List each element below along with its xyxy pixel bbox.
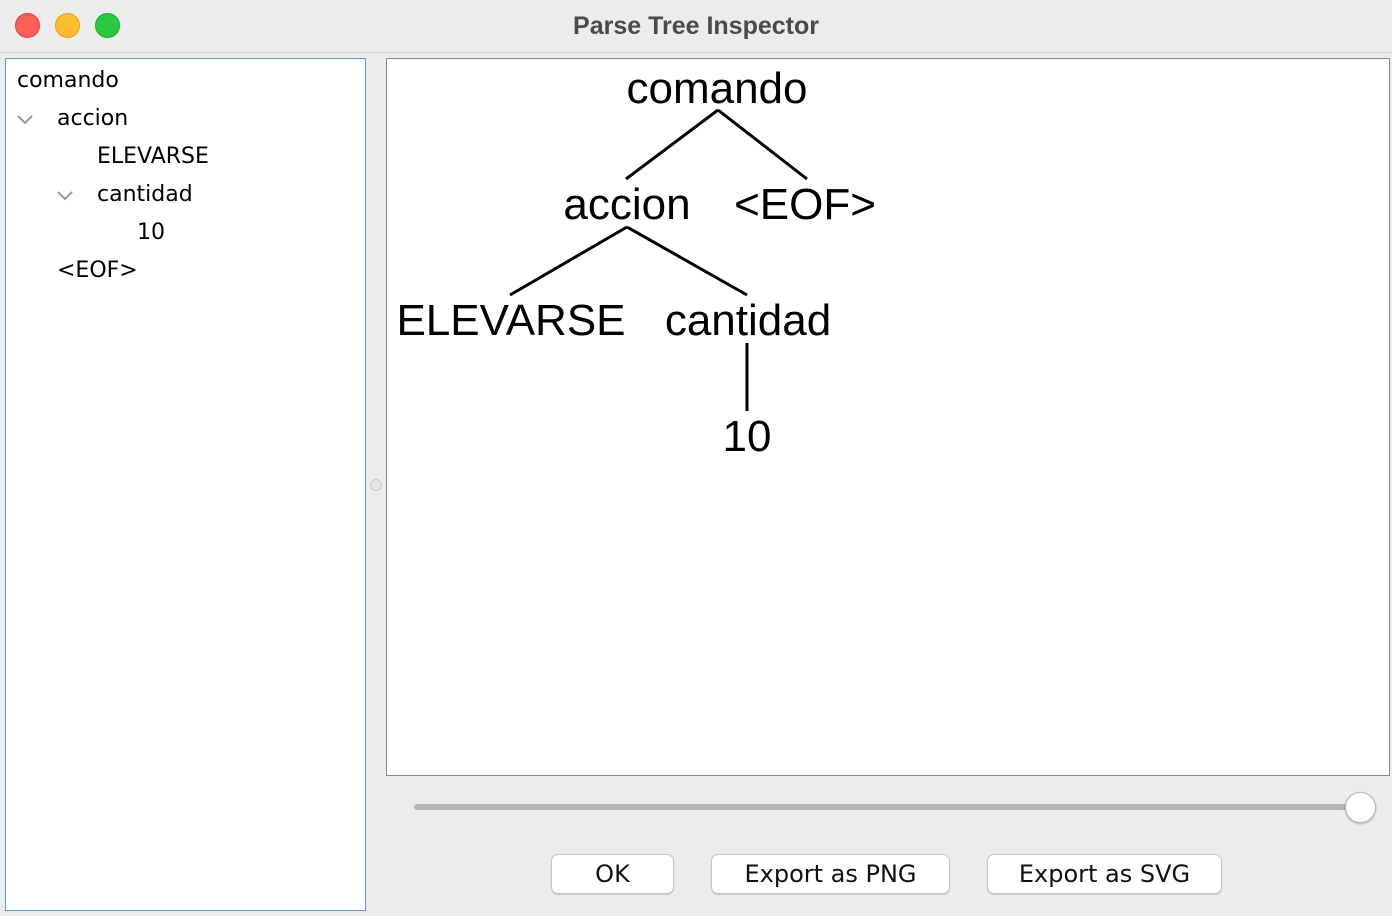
tree-item-10[interactable]: 10 bbox=[137, 214, 165, 252]
tree-item-label: comando bbox=[17, 68, 119, 93]
chevron-down-icon[interactable] bbox=[15, 100, 37, 138]
node-elevarse: ELEVARSE bbox=[396, 296, 625, 345]
tree-item-label: cantidad bbox=[97, 182, 193, 207]
title-bar: Parse Tree Inspector bbox=[0, 0, 1392, 53]
tree-item-label: 10 bbox=[137, 220, 165, 245]
tree-item-eof[interactable]: <EOF> bbox=[57, 252, 138, 290]
parse-tree-canvas: comando accion <EOF> ELEVARSE cantidad 1… bbox=[386, 58, 1390, 776]
split-pane-handle[interactable] bbox=[370, 479, 382, 491]
zoom-slider-track[interactable] bbox=[414, 804, 1364, 810]
export-svg-button[interactable]: Export as SVG bbox=[987, 854, 1222, 894]
tree-item-accion[interactable]: accion bbox=[57, 100, 128, 138]
minimize-window-button[interactable] bbox=[55, 13, 80, 38]
tree-item-label: accion bbox=[57, 106, 129, 131]
tree-item-cantidad[interactable]: cantidad bbox=[97, 176, 193, 214]
tree-item-comando[interactable]: comando bbox=[17, 62, 119, 100]
edge-accion-cantidad bbox=[626, 225, 748, 297]
zoom-slider-thumb[interactable] bbox=[1345, 792, 1376, 823]
node-accion: accion bbox=[563, 180, 690, 229]
chevron-down-icon[interactable] bbox=[55, 176, 77, 214]
export-png-button[interactable]: Export as PNG bbox=[711, 854, 950, 894]
ok-button[interactable]: OK bbox=[551, 854, 674, 894]
edge-accion-elevarse bbox=[509, 225, 628, 297]
node-eof: <EOF> bbox=[734, 180, 876, 229]
tree-item-label: <EOF> bbox=[57, 258, 138, 283]
edge-comando-eof bbox=[717, 108, 808, 181]
window-title: Parse Tree Inspector bbox=[573, 12, 819, 40]
tree-item-label: ELEVARSE bbox=[97, 144, 209, 169]
node-cantidad: cantidad bbox=[665, 296, 831, 345]
edge-comando-accion bbox=[625, 108, 719, 181]
close-window-button[interactable] bbox=[15, 13, 40, 38]
tree-item-elevarse[interactable]: ELEVARSE bbox=[97, 138, 209, 176]
node-10: 10 bbox=[723, 412, 772, 461]
maximize-window-button[interactable] bbox=[95, 13, 120, 38]
node-comando: comando bbox=[626, 64, 807, 113]
tree-view-panel[interactable]: comando accion ELEVARSE cantidad 10 <EOF… bbox=[5, 58, 366, 911]
parse-tree-diagram: comando accion <EOF> ELEVARSE cantidad 1… bbox=[396, 64, 876, 461]
